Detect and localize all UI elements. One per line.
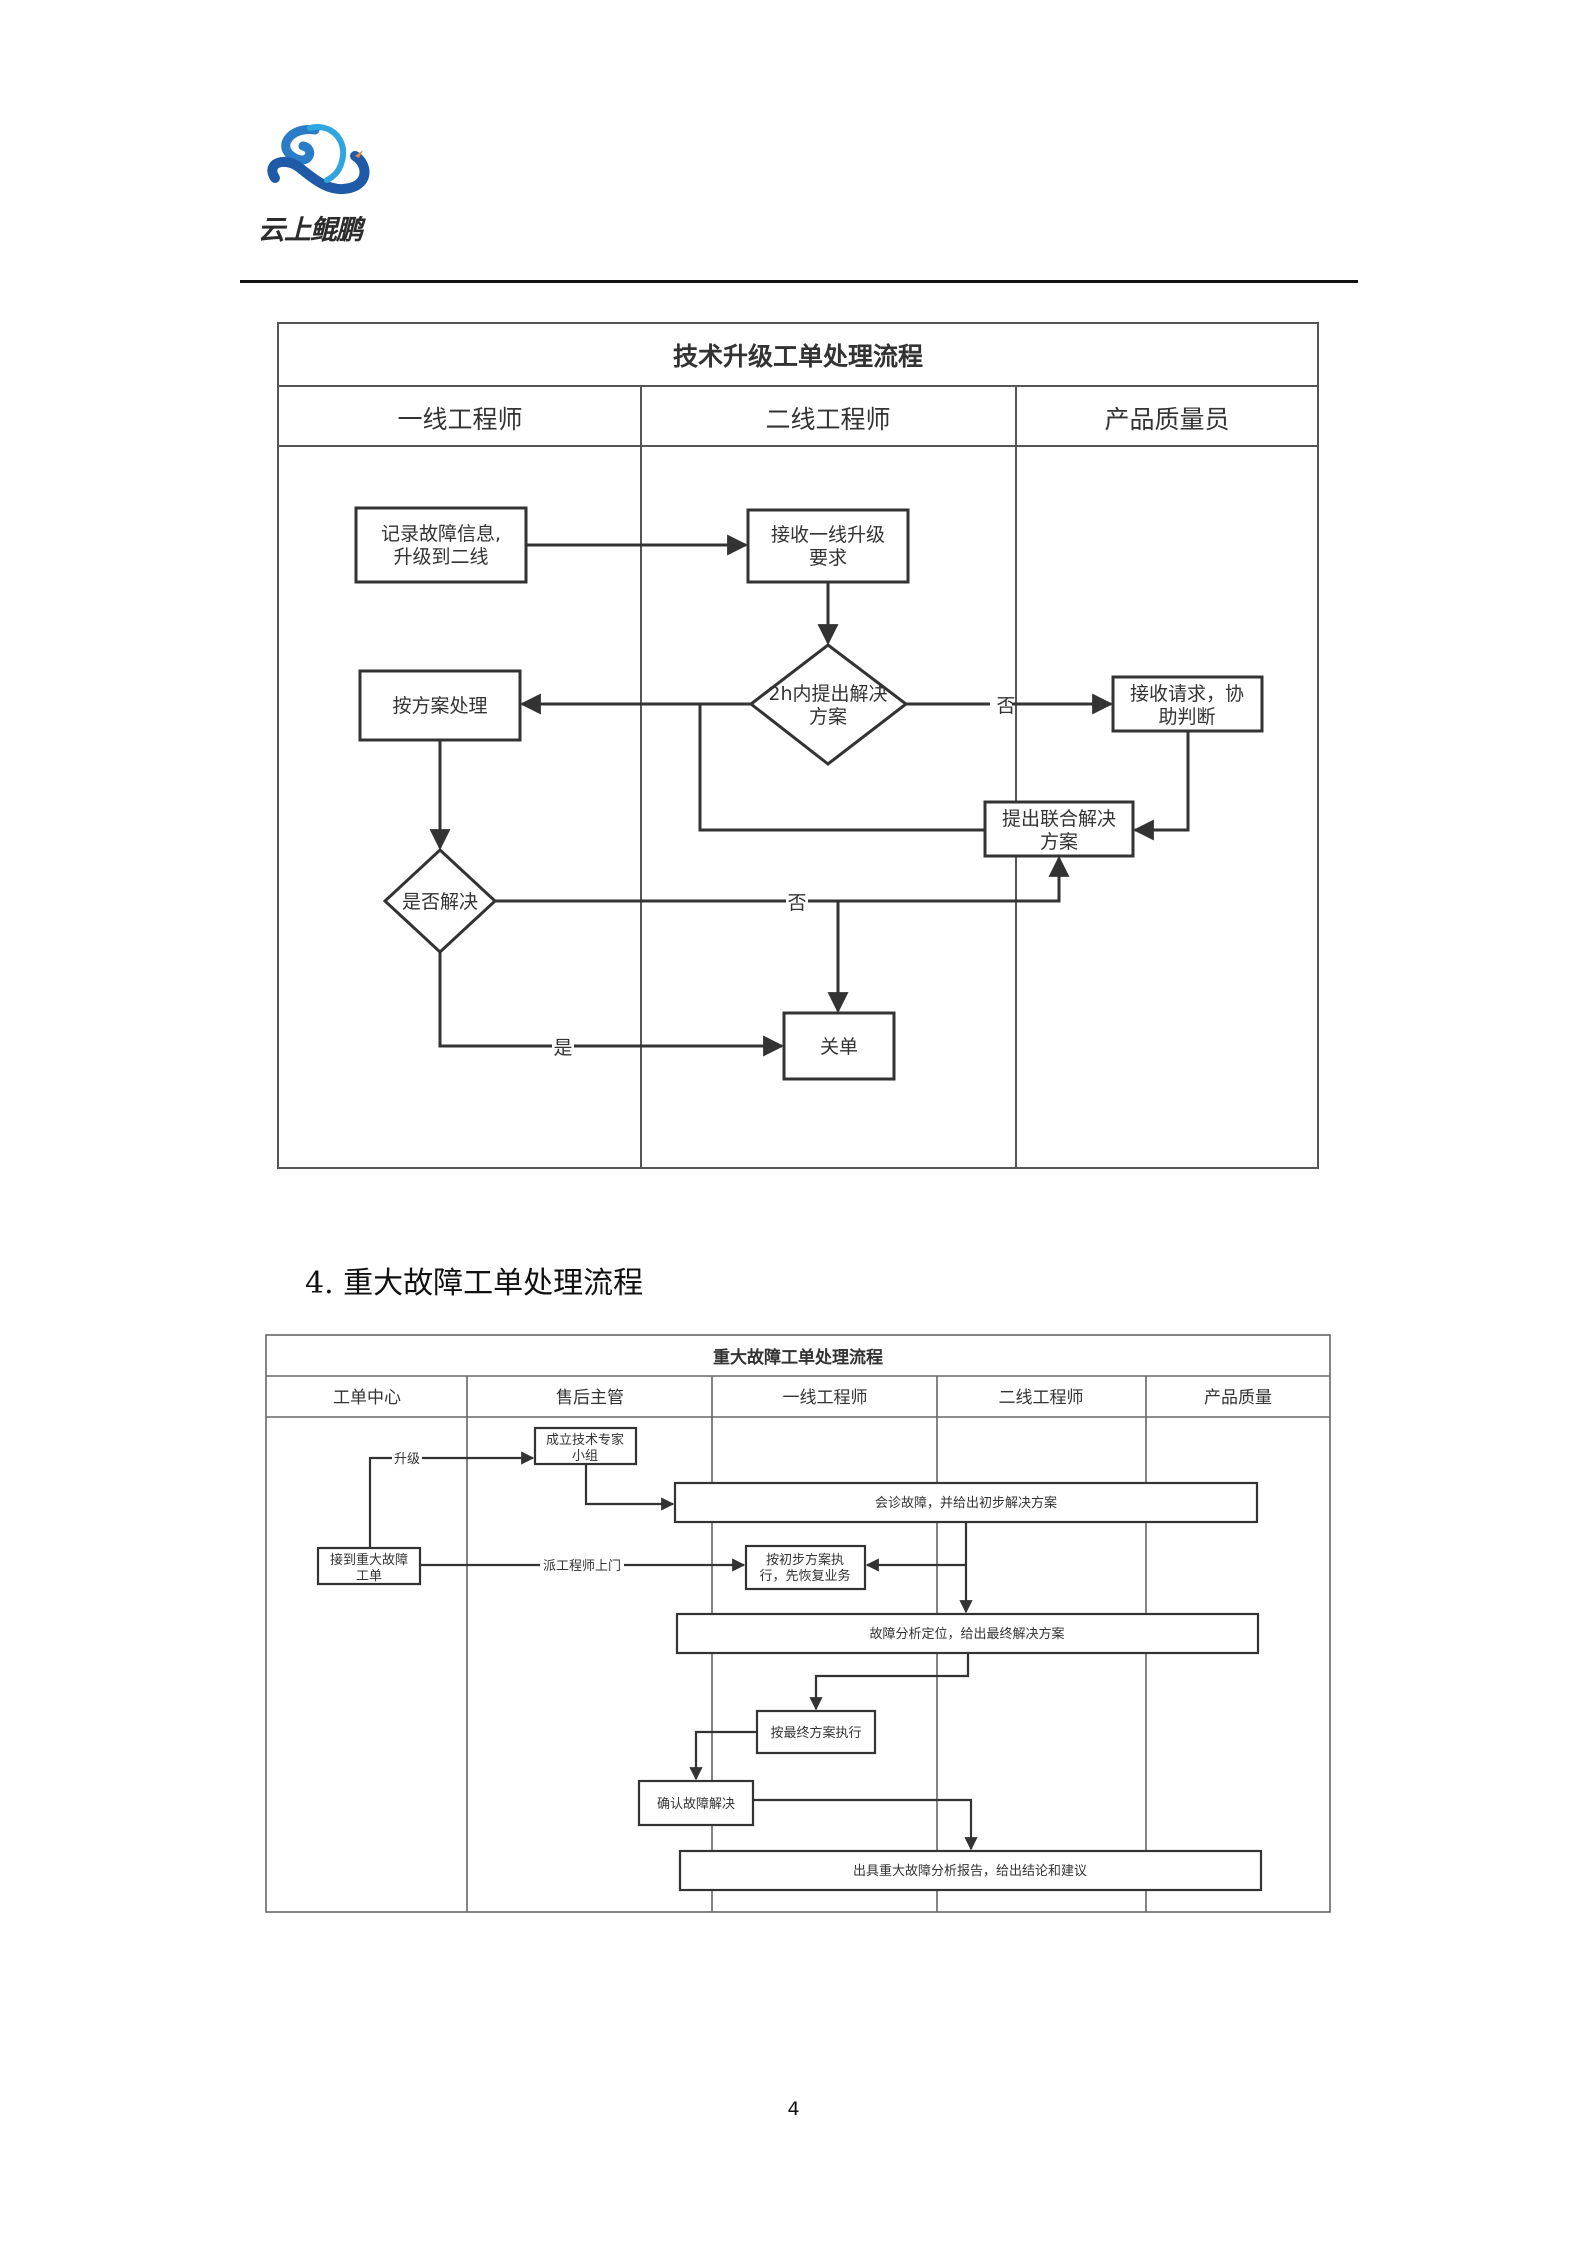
node-text: 成立技术专家 — [546, 1432, 624, 1448]
edge — [689, 1730, 757, 1781]
page-number: 4 — [787, 2098, 800, 2120]
section-number: 4. — [305, 1266, 334, 1301]
tech-upgrade-flowchart: 技术升级工单处理流程 一线工程师 二线工程师 产品质量员 否 否 是 记录故障信… — [277, 322, 1319, 1169]
node-text: 工单 — [356, 1569, 382, 1584]
node-text: 方案 — [1040, 831, 1078, 853]
node-text: 接收一线升级 — [771, 524, 885, 546]
node-text: 按初步方案执 — [766, 1552, 844, 1568]
node-report — [678, 1849, 1263, 1892]
node-decide-2h — [748, 643, 909, 766]
node-assist — [1111, 675, 1264, 733]
node-text: 是否解决 — [402, 891, 478, 913]
lane-header: 二线工程师 — [765, 405, 890, 434]
lane-header: 产品质量 — [1204, 1388, 1272, 1408]
lane-header: 二线工程师 — [999, 1388, 1084, 1408]
node-text: 记录故障信息, — [381, 523, 501, 545]
edge — [1132, 731, 1190, 841]
edge-label-dispatch: 派工程师上门 — [543, 1559, 621, 1574]
header-divider — [240, 280, 1358, 283]
lane-header: 一线工程师 — [397, 405, 522, 434]
edge-label-yes: 是 — [553, 1037, 572, 1059]
node-expert-team — [533, 1426, 638, 1466]
node-text: 升级到二线 — [393, 546, 488, 568]
node-text: 小组 — [572, 1449, 598, 1464]
node-initial-plan — [744, 1544, 867, 1591]
node-text: 出具重大故障分析报告，给出结论和建议 — [853, 1863, 1087, 1879]
edge-label-no: 否 — [787, 892, 806, 914]
edge — [753, 1798, 978, 1851]
diagram2-frame — [265, 1334, 1331, 1913]
section-title: 重大故障工单处理流程 — [343, 1266, 644, 1301]
node-text: 接到重大故障 — [330, 1552, 408, 1568]
lane-header: 产品质量员 — [1104, 405, 1229, 434]
company-logo — [255, 118, 385, 243]
edge — [438, 952, 785, 1057]
node-text: 确认故障解决 — [657, 1797, 735, 1812]
node-text: 接收请求，协 — [1130, 683, 1244, 705]
edge-label-upgrade: 升级 — [394, 1452, 420, 1467]
lane-header: 售后主管 — [556, 1388, 624, 1408]
edge — [368, 1451, 535, 1548]
node-text: 按最终方案执行 — [770, 1725, 861, 1741]
diagram1-frame — [277, 322, 1319, 1169]
logo-text: 云上鲲鹏 — [258, 215, 363, 246]
node-text: 助判断 — [1158, 706, 1215, 728]
node-consult — [673, 1481, 1259, 1524]
node-text: 会诊故障，并给出初步解决方案 — [875, 1495, 1057, 1511]
edge — [698, 704, 985, 832]
node-text: 故障分析定位，给出最终解决方案 — [869, 1626, 1064, 1642]
node-record — [354, 506, 528, 584]
edge-label-no: 否 — [996, 695, 1015, 717]
edge — [809, 1653, 970, 1711]
node-text: 方案 — [809, 706, 847, 728]
node-text: 2h内提出解决 — [768, 683, 887, 705]
node-text: 要求 — [809, 547, 847, 569]
diagram2-title: 重大故障工单处理流程 — [713, 1347, 883, 1368]
node-text: 按方案处理 — [392, 695, 487, 717]
node-final-plan — [755, 1709, 877, 1755]
node-text: 关单 — [820, 1036, 858, 1058]
node-confirm — [637, 1779, 755, 1827]
edge — [495, 855, 1070, 903]
node-analyze — [675, 1612, 1260, 1655]
node-receive — [746, 508, 910, 584]
node-text: 提出联合解决 — [1002, 808, 1116, 830]
diagram1-title: 技术升级工单处理流程 — [673, 342, 923, 371]
cloud-phoenix-logo-icon — [267, 124, 370, 195]
major-fault-flowchart: 重大故障工单处理流程 工单中心 售后主管 一线工程师 二线工程师 产品质量 升级… — [265, 1334, 1331, 1913]
node-text: 行，先恢复业务 — [759, 1568, 850, 1584]
edge — [584, 1464, 675, 1511]
section-heading: 4. 重大故障工单处理流程 — [305, 1258, 643, 1302]
lane-header: 工单中心 — [333, 1388, 401, 1408]
lane-header: 一线工程师 — [783, 1388, 868, 1408]
